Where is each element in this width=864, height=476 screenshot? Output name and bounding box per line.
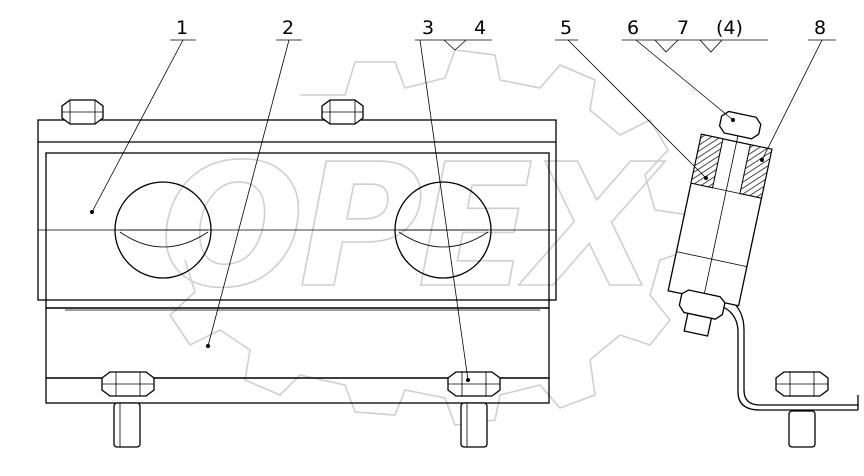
pipe-bore-right [394,181,492,279]
callout-3: 3 [422,17,434,39]
lower-clamp-body [45,152,550,404]
top-bolt-left [61,99,104,125]
pipe-bore-left [114,181,212,279]
callout-5: 5 [560,17,572,39]
watermark: OPEX [159,49,691,426]
leader-lines [90,39,836,382]
seal-ring-left [690,133,724,189]
callout-4: 4 [474,17,486,39]
tilted-clamp-assembly [667,110,773,337]
callout-1: 1 [176,17,188,39]
seal-ring-right [739,144,773,199]
callout-8: 8 [814,17,826,39]
watermark-text: OPEX [160,128,666,326]
top-bolt-right [321,99,364,125]
callout-labels: 1 2 3 4 5 6 7 (4) 8 [176,17,826,39]
callout-2: 2 [282,17,294,39]
callout-7: 7 [677,17,689,39]
bottom-bolt-left [101,371,155,448]
callout-7-quantity: (4) [716,17,743,39]
callout-6: 6 [627,17,639,39]
bottom-bolt-middle [447,371,501,448]
watermark-gear-outline [168,49,691,426]
